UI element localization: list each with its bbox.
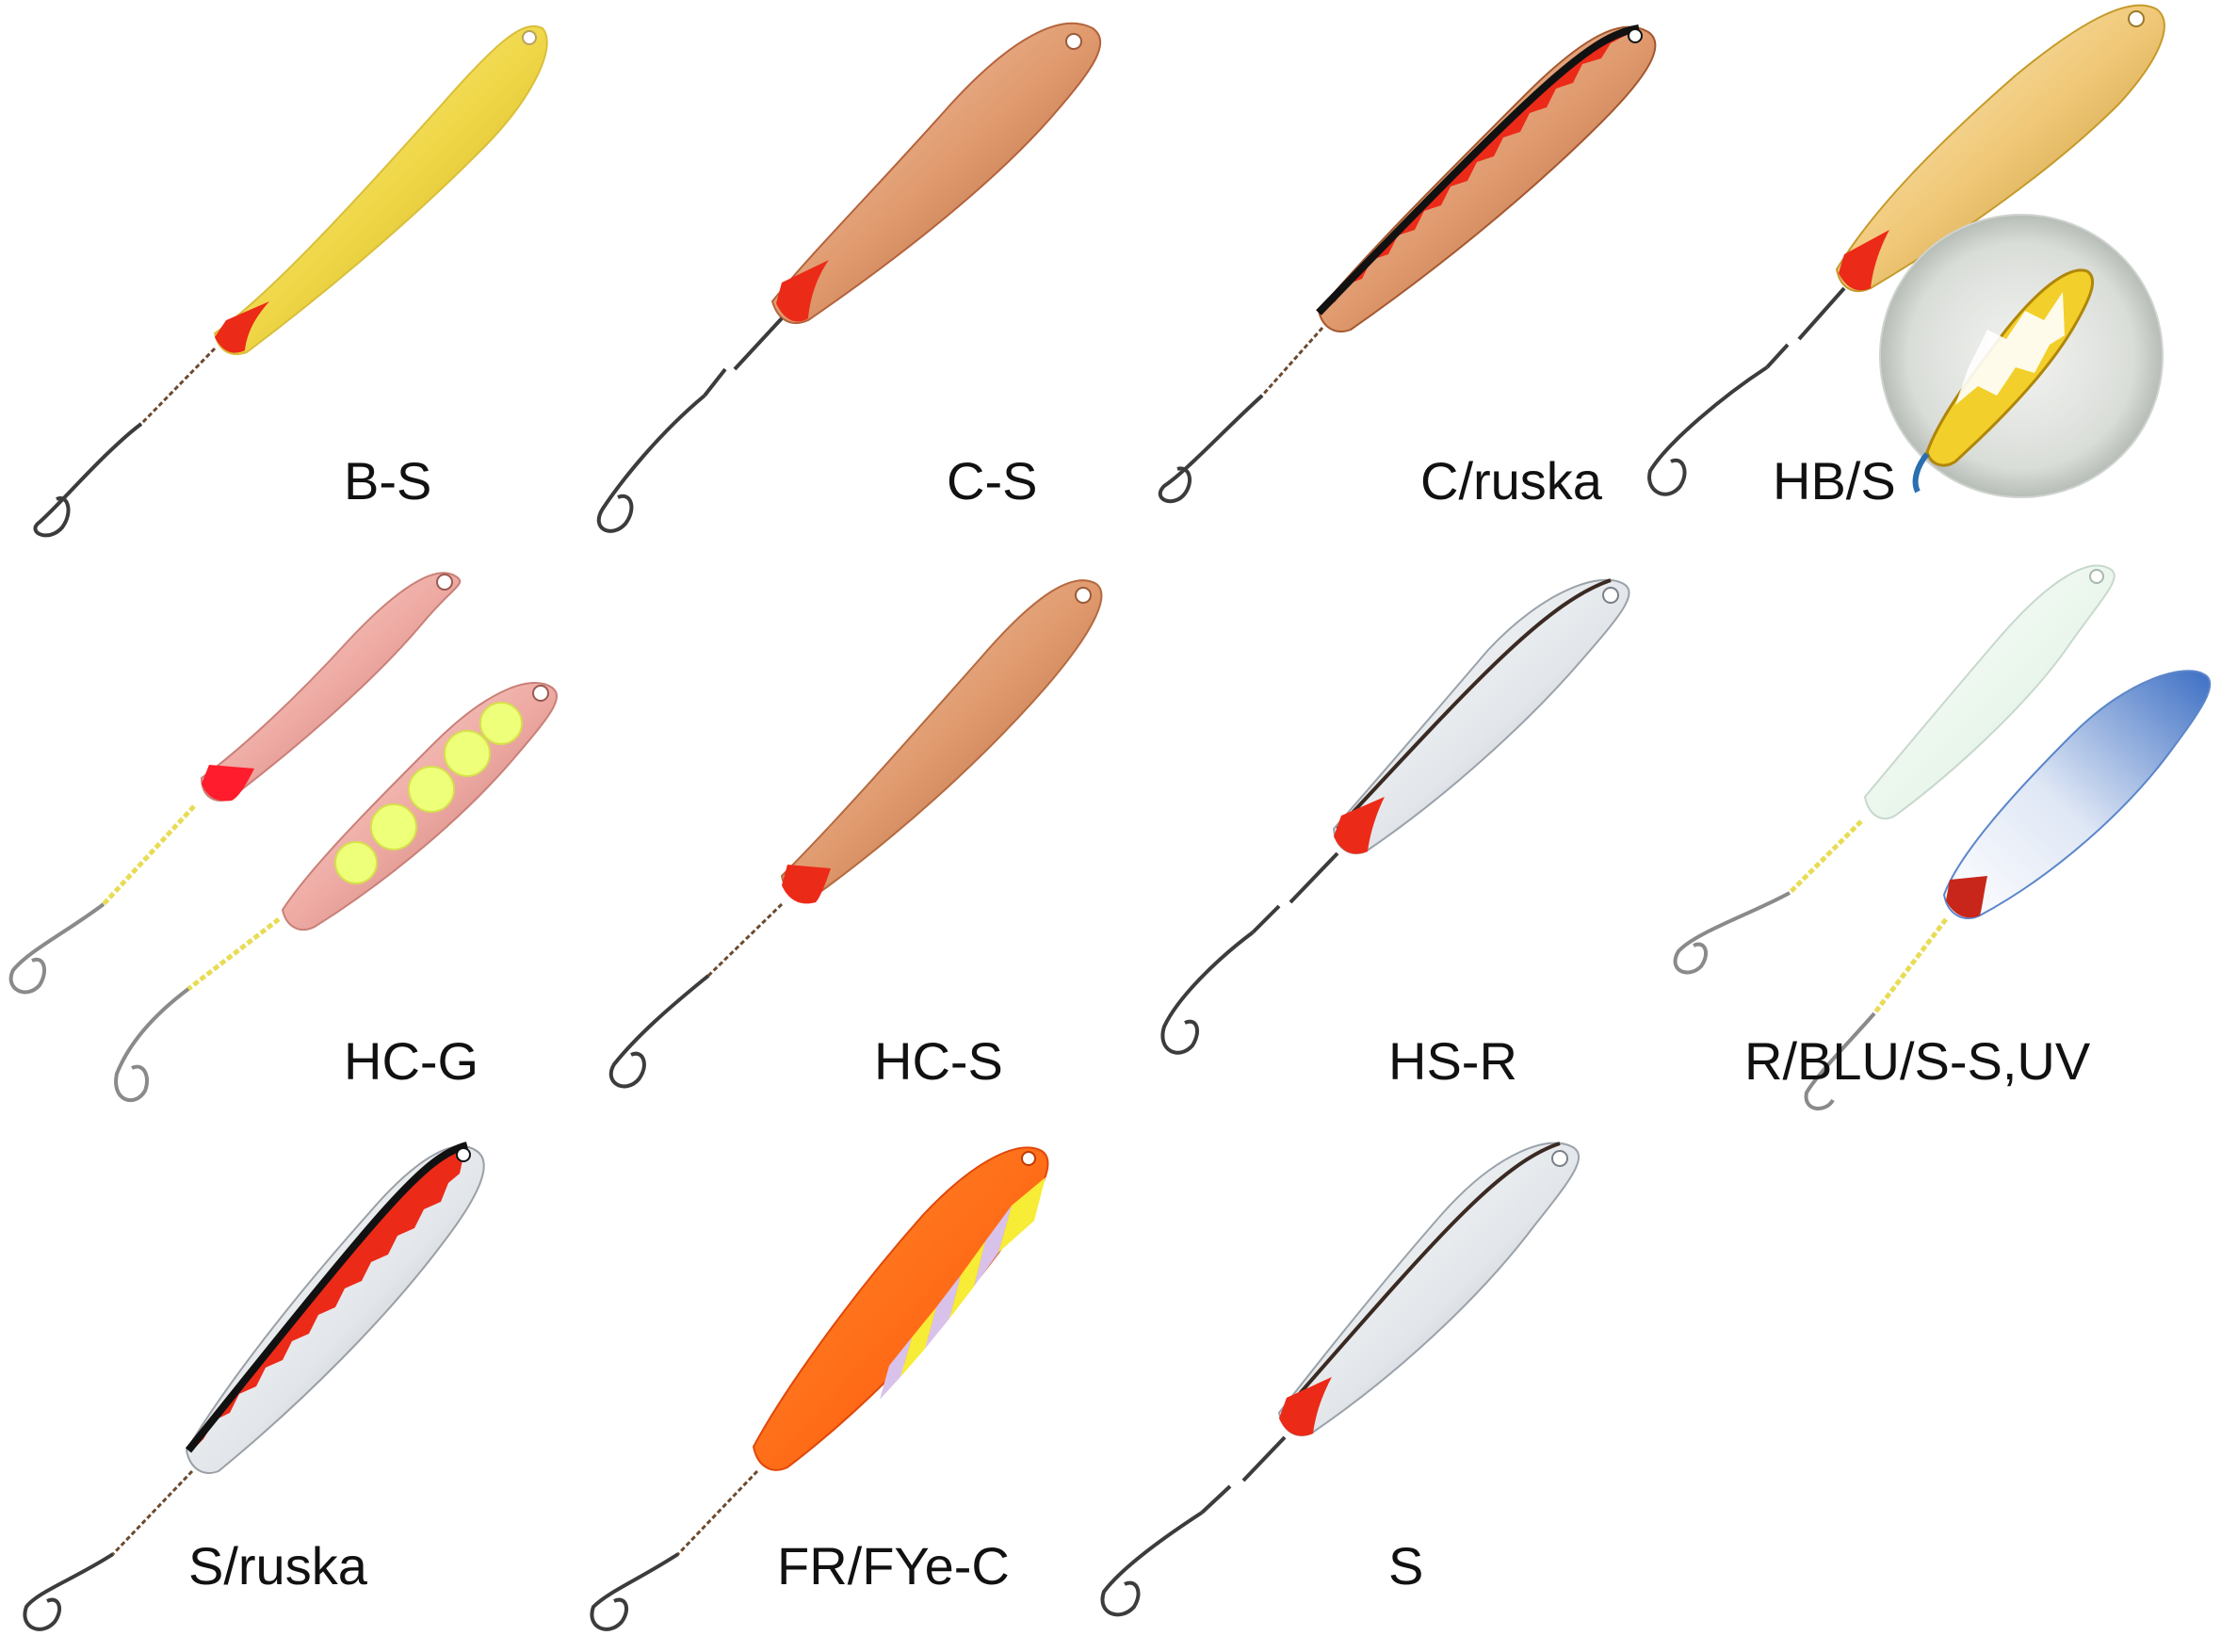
lure-code-label: HS-R	[1388, 1031, 1517, 1091]
lure-body	[780, 579, 1103, 899]
hook	[590, 1552, 680, 1631]
lure-item-r-blu-s-s-uv: R/BLU/S-S,UV	[1673, 564, 2212, 1110]
inset-scale-pattern	[1955, 292, 2065, 405]
lure-hole	[1021, 1151, 1036, 1166]
lure-code-label: HC-G	[344, 1031, 478, 1091]
lure-back-stripe	[185, 1142, 469, 1453]
hook-swivel	[1251, 851, 1339, 934]
hook	[608, 974, 710, 1089]
lure-code-label: C-S	[947, 451, 1037, 510]
hook-chain	[139, 347, 217, 426]
hook-chain	[186, 917, 281, 991]
lure-code-label: S/ruska	[188, 1536, 368, 1595]
lure-item-hc-g: HC-G	[8, 572, 558, 1102]
lure-red-band	[1334, 797, 1385, 854]
lure-body	[1317, 25, 1657, 332]
hook	[114, 987, 190, 1102]
lure-code-label: HC-S	[874, 1031, 1003, 1091]
lure-hole	[522, 30, 537, 45]
hook-chain	[102, 804, 196, 906]
lure-body-front	[1942, 670, 2212, 920]
hook	[596, 394, 706, 533]
lure-hole	[1065, 33, 1082, 50]
lure-back-stripe	[1316, 24, 1640, 316]
lure-red-band	[782, 865, 831, 904]
hook-swivel	[703, 316, 784, 397]
hook-chain	[1788, 819, 1863, 895]
lure-code-label: R/BLU/S-S,UV	[1744, 1031, 2091, 1091]
hook-chain	[1872, 917, 1948, 1015]
lure-item-s-ruska: S/ruska	[23, 1142, 485, 1631]
lure-code-label: B-S	[344, 451, 431, 510]
lure-code-label: HB/S	[1773, 451, 1896, 510]
lure-item-hs-r: HS-R	[1160, 578, 1630, 1091]
hook-chain	[111, 1469, 194, 1556]
lure-item-c-ruska: C/ruska	[1158, 24, 1657, 510]
hook-chain	[1260, 327, 1324, 397]
hook	[1647, 365, 1769, 496]
hook	[1804, 1012, 1876, 1110]
lure-hole	[456, 1147, 471, 1162]
lure-back-edge	[1336, 578, 1612, 831]
lure-body	[1332, 578, 1630, 854]
lure-code-label: S	[1388, 1536, 1423, 1595]
lure-glow-dots	[334, 702, 523, 884]
lure-item-c-s: C-S	[596, 22, 1102, 533]
hook	[1158, 394, 1264, 504]
lure-detail-inset	[1879, 214, 2164, 498]
lure-zigzag-stripe	[192, 1147, 465, 1450]
hook-chain	[706, 902, 784, 978]
lure-body-back	[200, 572, 462, 802]
hook	[1100, 1511, 1204, 1617]
lure-hole	[2089, 569, 2104, 584]
lure-hole	[2128, 10, 2145, 27]
lure-item-fr-fye-c: FR/FYe-C	[590, 1146, 1049, 1631]
lure-hole	[436, 574, 453, 591]
hook-chain	[676, 1469, 759, 1556]
lure-red-band	[202, 765, 254, 802]
lure-body-back	[1863, 564, 2116, 820]
lure-item-hc-s: HC-S	[608, 579, 1103, 1091]
lure-item-hb-s: HB/S	[1647, 4, 2165, 510]
lure-hole	[532, 685, 549, 702]
lure-item-b-s: B-S	[33, 24, 548, 538]
lure-red-band	[776, 260, 829, 322]
lure-hole	[1628, 28, 1643, 43]
lure-code-label: C/ruska	[1420, 451, 1603, 510]
lure-hole	[1075, 587, 1092, 604]
lure-body	[1835, 4, 2165, 293]
lure-red-nose	[1946, 876, 1987, 918]
lure-back-edge	[1281, 1142, 1561, 1415]
lure-body	[770, 22, 1102, 325]
lure-red-band	[1839, 230, 1889, 291]
lure-red-band	[215, 301, 269, 353]
hook-swivel	[1765, 286, 1846, 369]
hook	[1673, 891, 1791, 975]
lure-body	[752, 1146, 1049, 1471]
lure-stripes	[880, 1177, 1046, 1400]
hook	[1160, 931, 1255, 1055]
lure-body	[213, 24, 548, 355]
hook	[8, 902, 105, 995]
inset-tail	[1912, 452, 1930, 494]
lure-red-band	[1279, 1377, 1332, 1436]
lure-code-label: FR/FYe-C	[777, 1536, 1010, 1595]
lure-item-s: S	[1100, 1142, 1581, 1617]
lure-hole	[1602, 587, 1619, 604]
lure-hole	[1551, 1150, 1568, 1167]
hook	[23, 1552, 115, 1631]
hook	[33, 422, 143, 538]
hook-swivel	[1200, 1435, 1287, 1514]
